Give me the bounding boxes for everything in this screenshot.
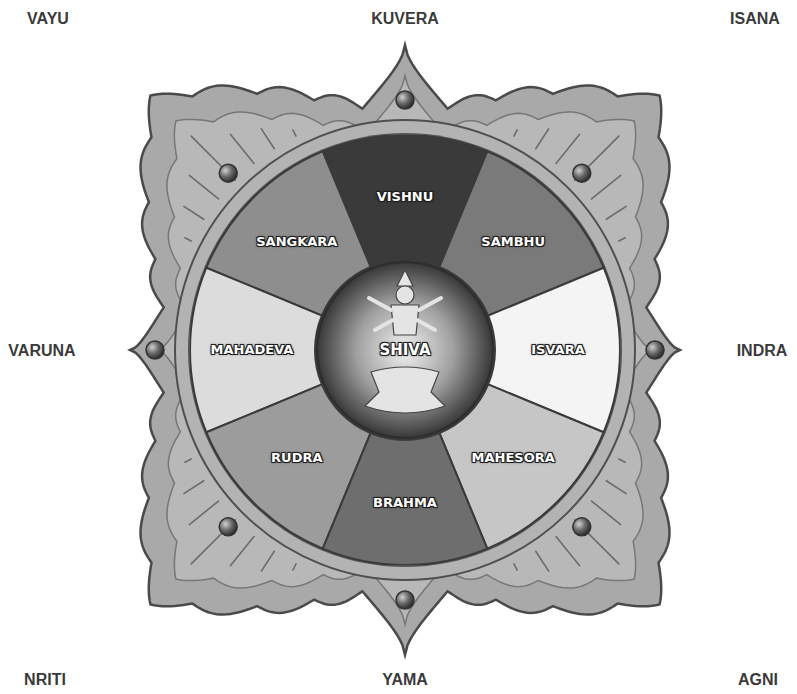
direction-label: VAYU: [27, 9, 69, 28]
feather-line: [514, 130, 517, 136]
label-anchor: YAMA: [382, 670, 428, 689]
deity-name: MAHESORA: [472, 450, 555, 466]
feather-line: [184, 206, 204, 219]
ring-band: [175, 120, 635, 580]
direction-label: YAMA: [382, 670, 428, 689]
feather-line: [619, 238, 625, 241]
feather-line: [261, 129, 274, 149]
label-anchor: ISANA: [730, 9, 780, 28]
centre-disc: [317, 262, 493, 438]
feather-line: [185, 459, 191, 462]
direction-label: ISANA: [730, 9, 780, 28]
feather-line: [189, 501, 218, 525]
feather-line: [619, 459, 625, 462]
figure-body: [391, 305, 419, 335]
feather-line: [185, 238, 191, 241]
figure-crown: [397, 270, 413, 286]
ring-edge: [188, 133, 622, 567]
label-anchor: NRITI: [24, 670, 66, 689]
rosette-group: [130, 45, 680, 655]
direction-label: INDRA: [737, 341, 788, 360]
label-anchor: KUVERA: [371, 9, 439, 28]
deity-name: BRAHMA: [373, 495, 437, 511]
lotus-pedestal: [365, 367, 445, 413]
deity-name: ISVARA: [531, 342, 585, 358]
feather-line: [606, 481, 626, 494]
feather-line: [536, 129, 549, 149]
deity-name: VISHNU: [377, 189, 434, 205]
gem-ornament: [646, 341, 664, 359]
label-anchor: VAYU: [27, 9, 69, 28]
feather-line: [606, 206, 626, 219]
gem-ornament: [146, 341, 164, 359]
feather-line: [536, 551, 549, 571]
deity-name: MAHADEVA: [211, 342, 294, 358]
feather-line: [184, 481, 204, 494]
feather-line: [230, 134, 254, 163]
feather-line: [293, 130, 296, 136]
label-anchor: VARUNA: [8, 341, 75, 360]
label-anchor: AGNI: [738, 670, 778, 689]
rosette-inner-outline: [158, 76, 653, 625]
gem-ornament: [573, 518, 591, 536]
feather-line: [592, 175, 621, 199]
gem-ornament: [396, 91, 414, 109]
figure-arms: [369, 298, 441, 330]
gem-ornament: [396, 591, 414, 609]
gem-ornament: [219, 518, 237, 536]
direction-label: KUVERA: [371, 9, 439, 28]
wedge-fill: [323, 433, 488, 565]
feather-line: [230, 537, 254, 566]
figure-head: [396, 286, 414, 304]
feather-line: [592, 501, 621, 525]
feather-line: [556, 134, 580, 163]
deity-name: SAMBHU: [481, 234, 545, 250]
feather-line: [514, 564, 517, 570]
direction-label: NRITI: [24, 670, 66, 689]
gem-ornament: [573, 164, 591, 182]
feather-line: [556, 537, 580, 566]
deity-name: SANGKARA: [256, 234, 337, 250]
direction-label: AGNI: [738, 670, 778, 689]
feather-line: [189, 175, 218, 199]
feather-line: [261, 551, 274, 571]
centre-group: [317, 262, 493, 438]
rosette-outline: [130, 45, 680, 655]
direction-label: VARUNA: [8, 341, 75, 360]
label-anchor: INDRA: [737, 341, 788, 360]
gem-ornament: [219, 164, 237, 182]
feather-line: [293, 564, 296, 570]
centre-deity-name: SHIVA: [379, 342, 430, 358]
deity-name: RUDRA: [271, 450, 322, 466]
